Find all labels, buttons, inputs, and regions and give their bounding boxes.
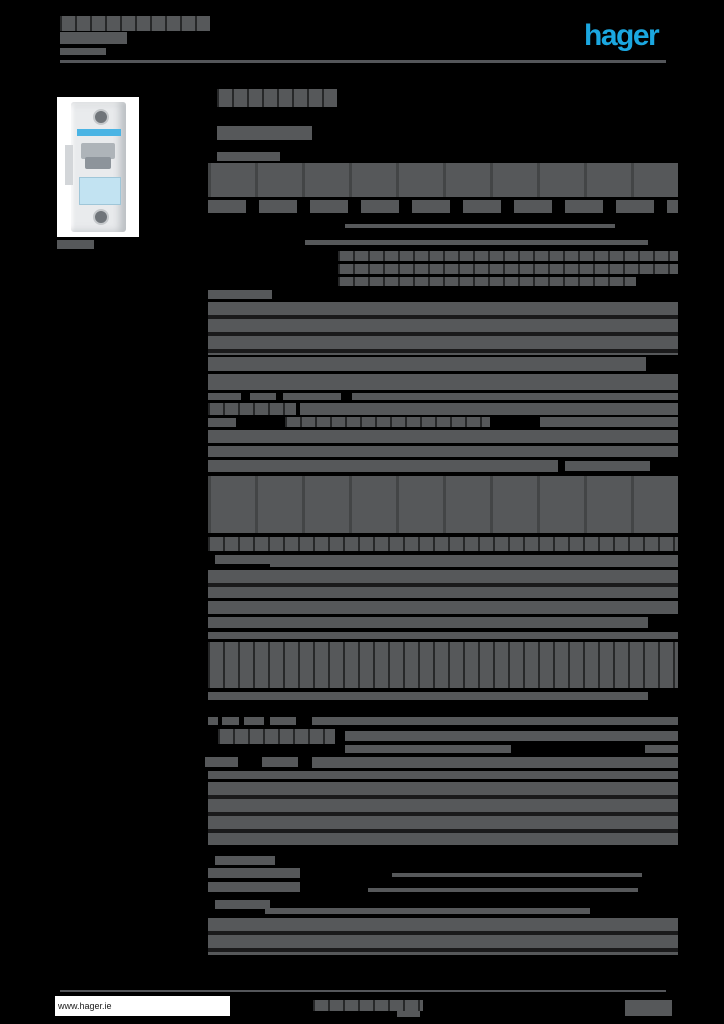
text-block: [208, 642, 678, 688]
text-block: [208, 617, 648, 628]
mcb-blue-stripe: [77, 129, 121, 136]
ordering-table-header: [208, 163, 678, 197]
text-block: [345, 745, 511, 753]
text-block: [208, 393, 241, 400]
text-block: [208, 782, 678, 845]
text-block: [645, 745, 678, 753]
doc-title-line-1: [60, 16, 210, 31]
text-block: [300, 403, 678, 415]
ordering-table-row: [208, 200, 678, 213]
text-block: [208, 430, 678, 443]
hager-logo: hager: [584, 19, 660, 52]
paragraph-line: [338, 277, 636, 286]
text-block: [270, 555, 678, 567]
footer-center-text: [313, 1000, 423, 1011]
text-block: [208, 692, 648, 700]
text-block: [208, 771, 678, 779]
text-block: [250, 393, 276, 400]
text-block: [368, 888, 638, 892]
section-label-technical: [218, 729, 335, 744]
din-clip: [65, 145, 73, 185]
doc-title-line-2: [60, 32, 127, 44]
text-block: [565, 461, 650, 471]
terminal-screw-bottom: [93, 209, 109, 225]
text-block: [208, 570, 678, 598]
text-block: [208, 302, 678, 355]
paragraph-line: [338, 264, 678, 274]
product-title: [217, 89, 337, 107]
text-block: [208, 357, 646, 371]
mcb-toggle-base: [81, 143, 115, 159]
rule-thin: [345, 224, 615, 228]
header-divider: [60, 60, 666, 63]
text-block: [270, 717, 296, 725]
text-block: [285, 417, 490, 427]
image-caption: [57, 240, 94, 249]
product-ref: [217, 126, 312, 140]
text-block: [208, 882, 300, 892]
text-block: [208, 717, 218, 725]
text-block: [208, 418, 236, 427]
ratings-table: [208, 476, 678, 533]
mcb-toggle: [85, 157, 111, 169]
text-block: [345, 731, 678, 741]
footer-url-link[interactable]: www.hager.ie: [58, 1001, 112, 1011]
text-block: [352, 393, 678, 400]
text-block: [215, 900, 270, 909]
text-block: [208, 868, 300, 878]
text-block: [205, 757, 238, 767]
text-block: [312, 757, 678, 768]
product-photo: [57, 97, 139, 237]
doc-subtitle: [60, 48, 106, 55]
text-block: [392, 873, 642, 877]
text-block: [208, 403, 296, 415]
rule-wide: [305, 240, 648, 245]
section-label-ordering: [217, 152, 280, 161]
text-block: [208, 632, 678, 639]
text-block: [312, 717, 678, 725]
terminal-screw-top: [93, 109, 109, 125]
text-block: [222, 717, 239, 725]
text-block: [208, 374, 678, 390]
text-block: [265, 908, 590, 914]
footer-right-text: [625, 1000, 672, 1016]
footer-center-descender: [397, 1011, 420, 1017]
footer-divider: [60, 990, 666, 992]
text-block: [208, 460, 558, 472]
text-block: [208, 601, 678, 614]
mcb-label-window: [79, 177, 121, 205]
text-block: [215, 555, 270, 564]
text-block: [208, 918, 678, 955]
text-block: [262, 757, 298, 767]
text-block: [208, 537, 678, 551]
text-block: [215, 856, 275, 865]
text-block: [208, 290, 272, 299]
footer-url-box: www.hager.ie: [55, 996, 230, 1016]
text-block: [283, 393, 341, 400]
text-block: [208, 446, 678, 457]
text-block: [244, 717, 264, 725]
text-block: [540, 417, 678, 427]
paragraph-line: [338, 251, 678, 261]
